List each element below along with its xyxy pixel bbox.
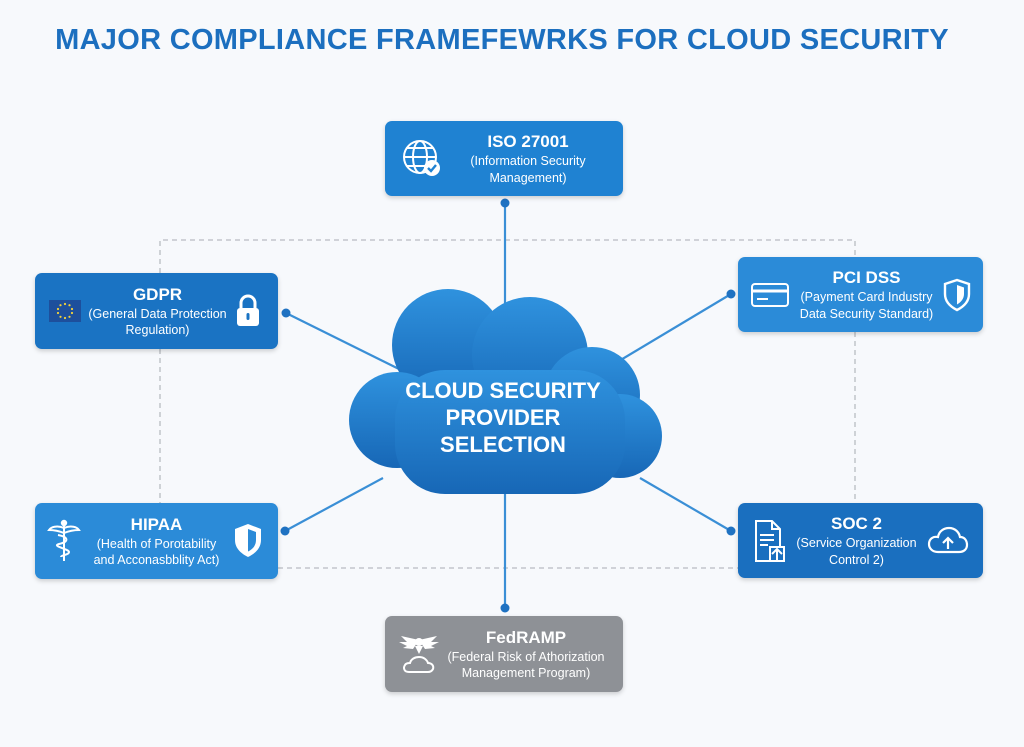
framework-name: HIPAA [130,514,183,534]
eagle-cloud-icon [397,632,441,676]
framework-name: PCI DSS [832,268,901,288]
framework-desc-line2: Management) [489,170,567,185]
shield-icon [943,278,971,312]
cloud-upload-icon [927,526,969,556]
solid-connectors [280,198,736,613]
framework-text: GDPR (General Data Protection Regulation… [81,284,234,339]
framework-text: PCI DSS (Payment Card Industry Data Secu… [790,267,943,322]
framework-desc-line1: (Service Organization [796,536,917,551]
framework-desc-line1: (Payment Card Industry [800,290,933,305]
framework-name: GDPR [132,284,183,304]
framework-text: HIPAA (Health of Porotability and Accona… [81,514,232,569]
framework-text: ISO 27001 (Information Security Manageme… [445,131,611,186]
lock-icon [234,293,262,329]
framework-box-fedramp[interactable]: FedRAMP (Federal Risk of Athorization Ma… [385,616,623,692]
caduceus-icon [47,519,81,563]
framework-box-hipaa[interactable]: HIPAA (Health of Porotability and Accona… [35,503,278,579]
dashed-frame [159,239,856,569]
diagram-title: MAJOR COMPLIANCE FRAMEFEWRKS FOR CLOUD S… [55,24,949,56]
framework-desc-line2: and Acconasbblity Act) [93,553,220,568]
framework-desc-line1: (Health of Porotability [96,536,217,551]
credit-card-icon [750,281,790,309]
framework-text: SOC 2 (Service Organization Control 2) [786,513,927,568]
framework-box-pci-dss[interactable]: PCI DSS (Payment Card Industry Data Secu… [738,257,983,332]
center-label-line3: SELECTION [440,431,566,457]
framework-box-gdpr[interactable]: GDPR (General Data Protection Regulation… [35,273,278,349]
framework-desc-line1: (Information Security [470,154,586,169]
framework-desc-line1: (General Data Protection [88,306,227,321]
framework-name: FedRAMP [485,627,567,647]
framework-name: SOC 2 [830,514,883,534]
framework-desc-line2: Regulation) [125,323,190,338]
framework-name: ISO 27001 [487,132,569,152]
center-label: CLOUD SECURITY PROVIDER SELECTION [380,378,626,458]
framework-desc-line2: Management Program) [461,666,591,681]
eu-flag-icon [49,300,81,322]
document-upload-icon [752,519,786,563]
framework-desc-line2: Control 2) [829,552,884,567]
framework-box-soc2[interactable]: SOC 2 (Service Organization Control 2) [738,503,983,578]
framework-desc-line1: (Federal Risk of Athorization [447,649,605,664]
shield-check-icon [232,522,264,560]
globe-check-icon [399,136,445,182]
center-label-line2: PROVIDER [445,404,561,430]
framework-text: FedRAMP (Federal Risk of Athorization Ma… [441,627,611,682]
framework-box-iso27001[interactable]: ISO 27001 (Information Security Manageme… [385,121,623,196]
cloud-shape [349,289,662,494]
framework-desc-line2: Data Security Standard) [799,306,934,321]
center-label-line1: CLOUD SECURITY [405,378,601,403]
